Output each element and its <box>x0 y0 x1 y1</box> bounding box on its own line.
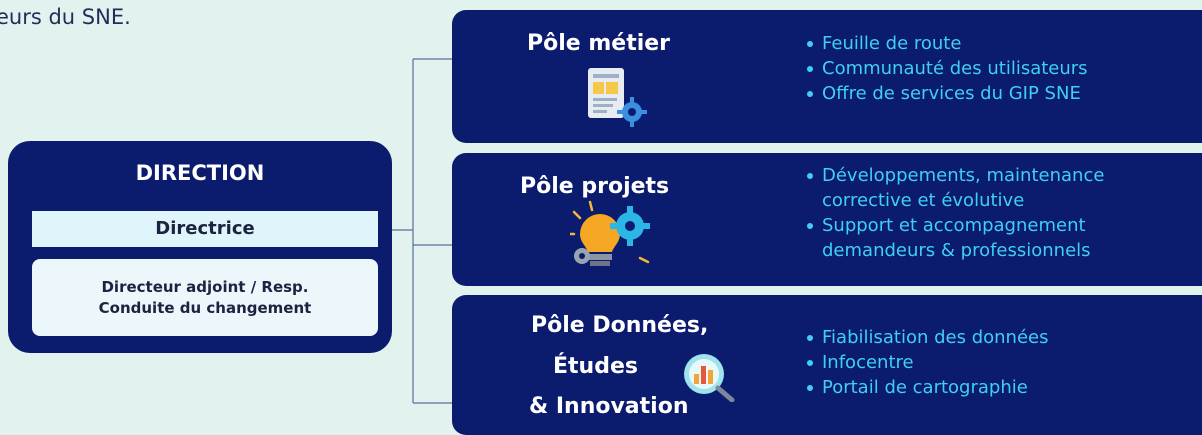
pole-metier-box: Pôle métier Feuille de route Communauté … <box>452 10 1202 143</box>
list-item: Portail de cartographie <box>806 375 1049 400</box>
org-connectors <box>392 58 452 404</box>
list-item-line2: demandeurs & professionnels <box>822 240 1091 261</box>
list-item-line2: corrective et évolutive <box>822 190 1025 211</box>
list-item-line1: Développements, maintenance <box>822 165 1105 186</box>
pole-donnees-title-line2: Études <box>553 354 638 379</box>
list-item: Infocentre <box>806 350 1049 375</box>
pole-donnees-items: Fiabilisation des données Infocentre Por… <box>806 325 1049 400</box>
pole-donnees-title-line3: & Innovation <box>529 394 689 419</box>
pole-projets-items: Développements, maintenance corrective e… <box>806 163 1104 263</box>
list-item: Support et accompagnement demandeurs & p… <box>806 213 1104 263</box>
list-item: Feuille de route <box>806 31 1088 56</box>
directrice-label: Directrice <box>32 211 378 247</box>
pole-projets-title: Pôle projets <box>520 174 670 199</box>
directeur-adjoint-line1: Directeur adjoint / Resp. <box>101 277 309 296</box>
list-item: Développements, maintenance corrective e… <box>806 163 1104 213</box>
directeur-adjoint-label: Directeur adjoint / Resp. Conduite du ch… <box>32 259 378 336</box>
list-item: Communauté des utilisateurs <box>806 56 1088 81</box>
pole-projets-box: Pôle projets Développements, maintenance… <box>452 153 1202 286</box>
intro-text-fragment: eurs du SNE. <box>0 5 131 29</box>
list-item-line1: Support et accompagnement <box>822 215 1086 236</box>
documents-gear-icon <box>588 68 647 127</box>
pole-metier-items: Feuille de route Communauté des utilisat… <box>806 31 1088 106</box>
lightbulb-gears-icon <box>570 200 650 266</box>
pole-metier-title: Pôle métier <box>527 31 671 56</box>
direction-title: DIRECTION <box>135 161 265 185</box>
magnifier-chart-icon <box>684 354 735 402</box>
directeur-adjoint-line2: Conduite du changement <box>98 298 312 317</box>
list-item: Offre de services du GIP SNE <box>806 81 1088 106</box>
pole-donnees-title-line1: Pôle Données, <box>531 313 709 338</box>
direction-box: DIRECTION Directrice Directeur adjoint /… <box>8 141 392 353</box>
list-item: Fiabilisation des données <box>806 325 1049 350</box>
pole-donnees-box: Pôle Données, Études & Innovation Fiabil… <box>452 295 1202 435</box>
